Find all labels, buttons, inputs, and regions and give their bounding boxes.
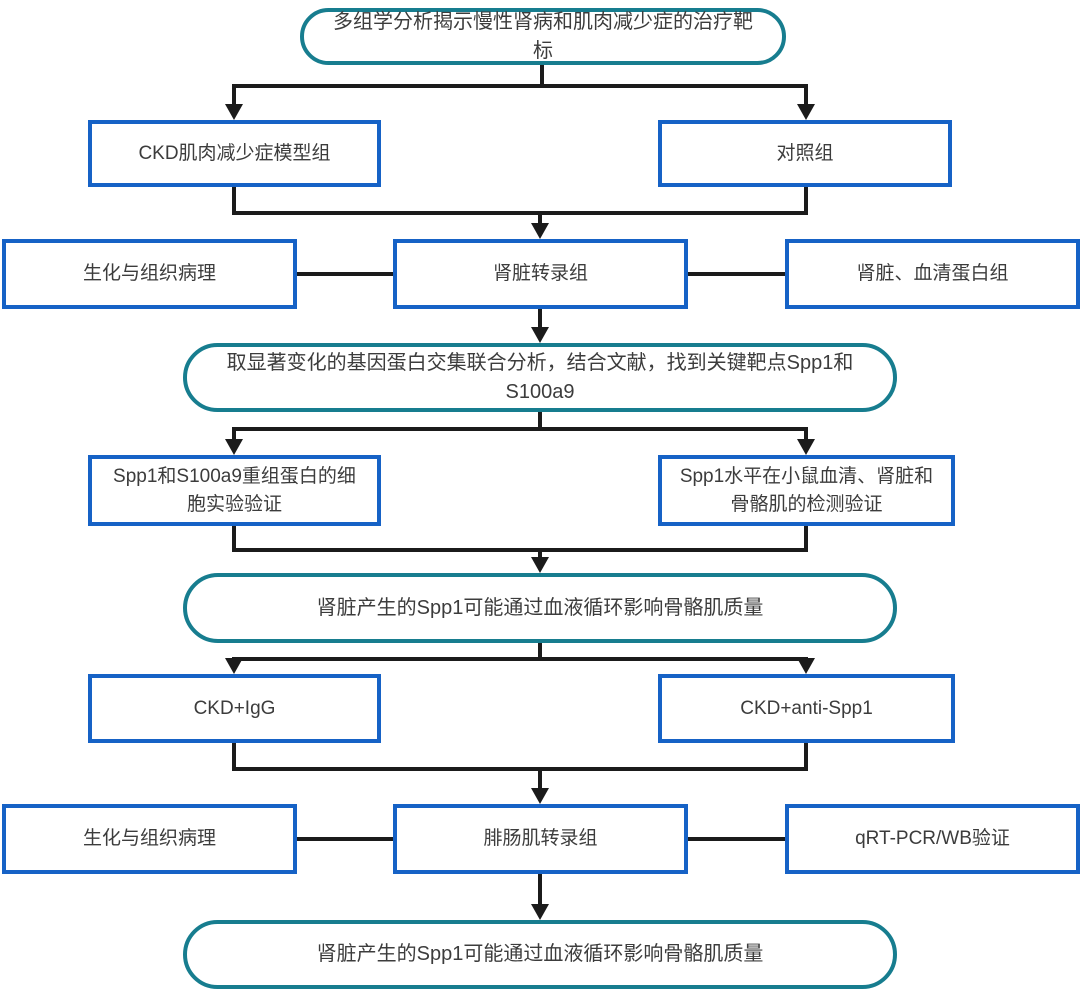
node-model-group: CKD肌肉减少症模型组 bbox=[88, 120, 381, 187]
node-spp1-detection: Spp1水平在小鼠血清、肾脏和骨骼肌的检测验证 bbox=[658, 455, 955, 526]
node-qrtpcr-wb: qRT-PCR/WB验证 bbox=[785, 804, 1080, 874]
node-kidney-transcriptome: 肾脏转录组 bbox=[393, 239, 688, 309]
node-biochem-histopathology-1: 生化与组织病理 bbox=[2, 239, 297, 309]
node-conclusion-pill: 肾脏产生的Spp1可能通过血液循环影响骨骼肌质量 bbox=[183, 920, 897, 989]
node-biochem-histopathology-2: 生化与组织病理 bbox=[2, 804, 297, 874]
node-hypothesis-pill: 肾脏产生的Spp1可能通过血液循环影响骨骼肌质量 bbox=[183, 573, 897, 643]
node-control-group: 对照组 bbox=[658, 120, 952, 187]
node-analysis-pill: 取显著变化的基因蛋白交集联合分析，结合文献，找到关键靶点Spp1和S100a9 bbox=[183, 343, 897, 412]
node-cell-validation: Spp1和S100a9重组蛋白的细胞实验验证 bbox=[88, 455, 381, 526]
node-top-pill: 多组学分析揭示慢性肾病和肌肉减少症的治疗靶标 bbox=[300, 8, 786, 65]
node-kidney-serum-proteome: 肾脏、血清蛋白组 bbox=[785, 239, 1080, 309]
node-ckd-anti-spp1: CKD+anti-Spp1 bbox=[658, 674, 955, 743]
node-gastrocnemius-transcriptome: 腓肠肌转录组 bbox=[393, 804, 688, 874]
node-ckd-igg: CKD+IgG bbox=[88, 674, 381, 743]
